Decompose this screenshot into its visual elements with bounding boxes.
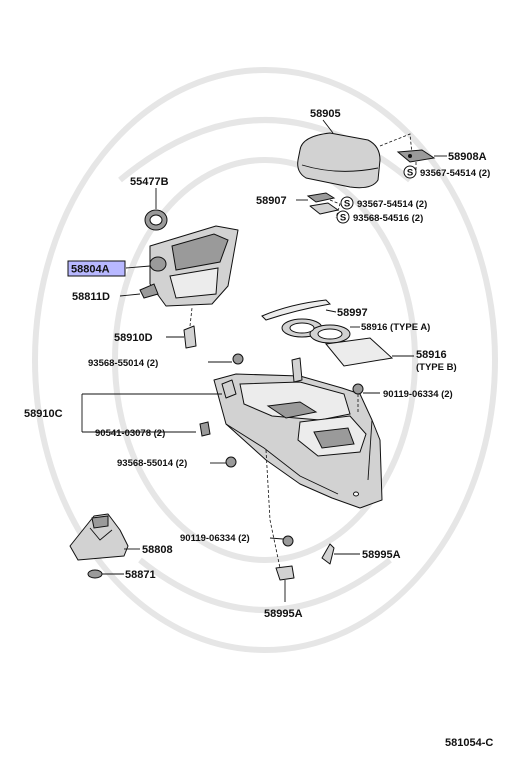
label-58916-type-b-type: (TYPE B) bbox=[416, 362, 457, 373]
label-93568-55014-a: 93568-55014 (2) bbox=[88, 358, 158, 369]
label-58905: 58905 bbox=[310, 108, 341, 120]
clip-90119-06334-b[interactable] bbox=[282, 535, 294, 547]
screw-symbol-mid: S bbox=[340, 196, 354, 210]
label-58910D: 58910D bbox=[114, 332, 153, 344]
mat-58916-type-b[interactable] bbox=[325, 337, 394, 367]
label-90119-06334-a: 90119-06334 (2) bbox=[383, 389, 453, 400]
ring-55477B[interactable] bbox=[144, 209, 168, 231]
label-58910C: 58910C bbox=[24, 408, 63, 420]
label-58804A[interactable]: 58804A bbox=[71, 264, 110, 276]
label-58995A-right: 58995A bbox=[362, 549, 401, 561]
bracket-58995A-bottom[interactable] bbox=[275, 565, 295, 581]
screw-symbol-top: S bbox=[403, 165, 417, 179]
svg-text:S: S bbox=[344, 199, 350, 210]
shift-panel-58804A[interactable] bbox=[149, 225, 239, 307]
clip-90541-03078[interactable] bbox=[199, 421, 211, 437]
label-58811D: 58811D bbox=[72, 291, 110, 303]
shift-boot-58808[interactable] bbox=[69, 513, 129, 561]
clip-58811D[interactable] bbox=[139, 283, 159, 299]
diagram-code: 581054-C bbox=[445, 737, 493, 749]
label-58907: 58907 bbox=[256, 195, 287, 207]
label-58808: 58808 bbox=[142, 544, 173, 556]
watermark bbox=[32, 67, 498, 653]
label-58908A: 58908A bbox=[448, 151, 487, 163]
label-58997: 58997 bbox=[337, 307, 368, 319]
label-58916-type-a: 58916 (TYPE A) bbox=[361, 322, 430, 333]
label-58995A-bottom: 58995A bbox=[264, 608, 303, 620]
label-93568-54516: 93568-54516 (2) bbox=[353, 213, 423, 224]
screw-symbol-low: S bbox=[336, 210, 350, 224]
latch-58907[interactable] bbox=[306, 192, 339, 215]
bolt-93568-55014-a[interactable] bbox=[232, 353, 244, 365]
armrest-lid-58905[interactable] bbox=[297, 132, 381, 189]
bolt-93568-55014-b[interactable] bbox=[225, 456, 237, 468]
svg-text:S: S bbox=[407, 168, 413, 179]
cup-holder-58916-type-a[interactable] bbox=[281, 318, 351, 344]
clip-90119-06334-a[interactable] bbox=[352, 383, 364, 395]
label-93567-54514-top: 93567-54514 (2) bbox=[420, 168, 490, 179]
label-93568-55014-b: 93568-55014 (2) bbox=[117, 458, 187, 469]
label-93567-54514-mid: 93567-54514 (2) bbox=[357, 199, 427, 210]
trim-strip-58997[interactable] bbox=[261, 299, 332, 321]
highlight-58804A bbox=[67, 260, 126, 277]
bracket-58910D[interactable] bbox=[183, 325, 197, 349]
center-console-58910C[interactable] bbox=[213, 373, 383, 509]
label-90541-03078: 90541-03078 (2) bbox=[95, 428, 165, 439]
hinge-58908A[interactable] bbox=[396, 149, 436, 163]
label-90119-06334-b: 90119-06334 (2) bbox=[180, 533, 250, 544]
ring-58871[interactable] bbox=[87, 569, 103, 579]
label-58871: 58871 bbox=[125, 569, 156, 581]
svg-text:S: S bbox=[340, 213, 346, 224]
label-55477B: 55477B bbox=[130, 176, 169, 188]
label-58916-type-b-number: 58916 bbox=[416, 349, 447, 361]
bracket-58995A-right[interactable] bbox=[321, 543, 335, 565]
